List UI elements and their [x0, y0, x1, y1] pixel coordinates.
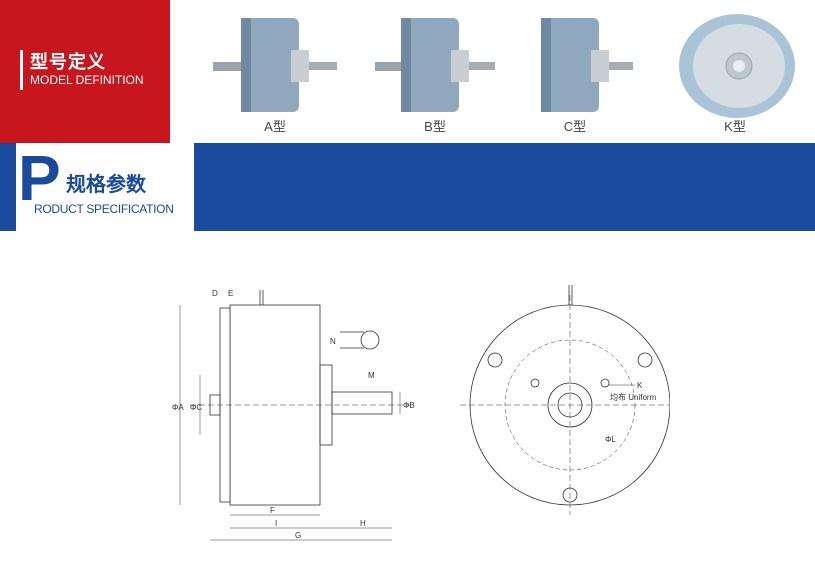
dim-i: I	[275, 519, 277, 528]
drawing-svg: D E ΦA ΦC ΦB N M F I H G K 均布 Uniform ΦL	[172, 285, 680, 541]
dim-g: G	[295, 531, 301, 540]
model-c-label: C型	[563, 119, 587, 134]
dim-n: N	[330, 337, 336, 346]
spec-blue-band	[194, 143, 815, 231]
model-a-card: A型	[205, 10, 345, 135]
dim-b: ΦB	[403, 401, 415, 410]
spec-left-accent	[0, 143, 16, 231]
model-c-card: C型	[505, 10, 645, 135]
model-definition-block	[0, 0, 170, 143]
dim-d: D	[212, 289, 218, 298]
dim-uniform: 均布 Uniform	[610, 392, 657, 402]
model-b-image	[375, 18, 495, 112]
model-k-card: K型	[665, 10, 805, 135]
spec-title-en: RODUCT SPECIFICATION	[34, 202, 174, 216]
dim-h: H	[360, 519, 366, 528]
dim-m: M	[368, 371, 375, 380]
dim-a: ΦA	[172, 403, 184, 412]
model-a-label: A型	[264, 119, 286, 134]
title-bar-divider	[20, 50, 23, 90]
dim-e: E	[228, 289, 233, 298]
model-b-card: B型	[365, 10, 505, 135]
model-definition-title-cn: 型号定义	[30, 52, 106, 72]
model-k-label: K型	[724, 119, 746, 134]
model-k-image	[679, 14, 795, 118]
dim-k: K	[637, 381, 643, 390]
model-a-image	[213, 18, 337, 112]
model-definition-title-en: MODEL DEFINITION	[30, 73, 144, 87]
dim-c: ΦC	[190, 403, 202, 412]
dim-l: ΦL	[605, 435, 616, 444]
model-b-label: B型	[424, 119, 446, 134]
technical-drawing: D E ΦA ΦC ΦB N M F I H G K 均布 Uniform ΦL	[150, 270, 680, 560]
spec-title-cn: 规格参数	[66, 174, 146, 196]
dim-f: F	[270, 506, 275, 515]
spec-letter-p: P	[18, 142, 61, 214]
spec-title-panel	[0, 143, 194, 231]
model-c-image	[541, 18, 633, 112]
